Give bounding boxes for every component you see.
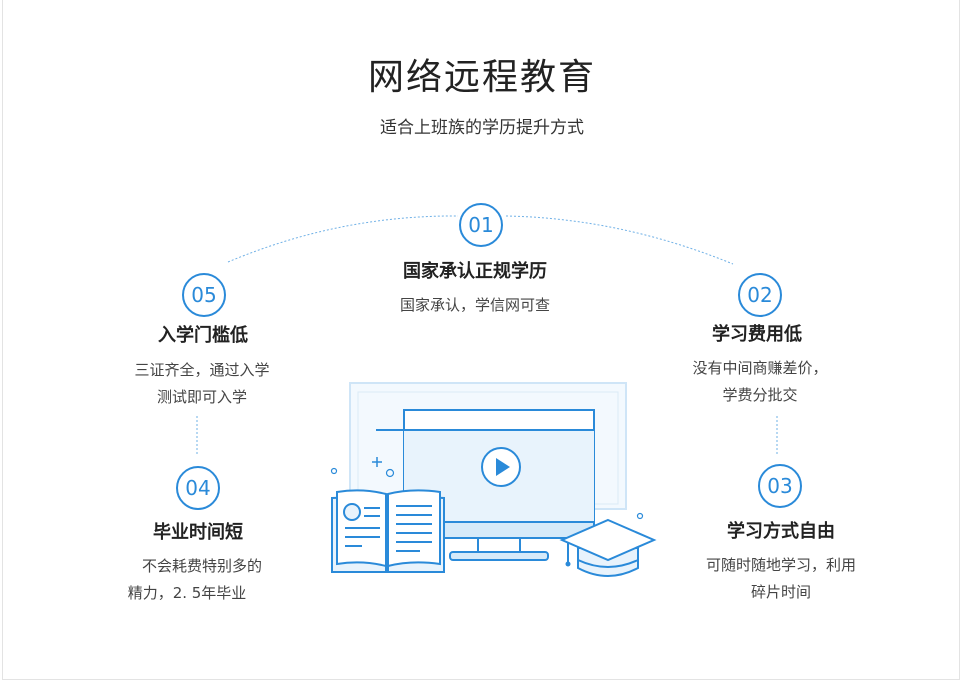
page-subtitle: 适合上班族的学历提升方式 — [380, 118, 584, 138]
feature-title-05: 入学门槛低 — [158, 325, 248, 346]
feature-desc-line: 学费分批交 — [722, 386, 798, 404]
feature-desc-line: 可随时随地学习，利用 — [705, 556, 856, 574]
feature-desc-01: 国家承认，学信网可查 — [365, 292, 585, 319]
badge-03: 03 — [758, 464, 802, 508]
feature-desc-02: 没有中间商赚差价， 学费分批交 — [650, 355, 870, 409]
feature-desc-line: 不会耗费特别多的 — [141, 557, 262, 575]
feature-desc-03: 可随时随地学习，利用 碎片时间 — [671, 552, 891, 606]
feature-title-02: 学习费用低 — [712, 324, 802, 345]
badge-04: 04 — [176, 466, 220, 510]
badge-01: 01 — [459, 203, 503, 247]
feature-desc-04: 不会耗费特别多的 精力，2. 5年毕业 — [86, 553, 306, 607]
page-title: 网络远程教育 — [367, 57, 596, 98]
book-icon — [331, 489, 445, 573]
connector-arc-right — [505, 215, 734, 265]
feature-desc-line: 精力，2. 5年毕业 — [127, 584, 247, 602]
feature-title-04: 毕业时间短 — [153, 522, 243, 543]
connector-arc-left — [227, 215, 459, 263]
feature-desc-line: 没有中间商赚差价， — [692, 359, 828, 377]
badge-05: 05 — [182, 273, 226, 317]
feature-desc-line: 三证齐全，通过入学 — [134, 361, 270, 379]
feature-desc-line: 碎片时间 — [750, 583, 811, 601]
feature-desc-line: 测试即可入学 — [156, 388, 247, 406]
feature-desc-05: 三证齐全，通过入学 测试即可入学 — [92, 357, 312, 411]
feature-title-01: 国家承认正规学历 — [403, 261, 547, 282]
feature-title-03: 学习方式自由 — [727, 521, 835, 542]
play-icon — [496, 458, 510, 476]
feature-desc-line: 国家承认，学信网可查 — [399, 296, 550, 314]
graduation-cap-icon — [559, 518, 657, 577]
badge-02: 02 — [738, 273, 782, 317]
